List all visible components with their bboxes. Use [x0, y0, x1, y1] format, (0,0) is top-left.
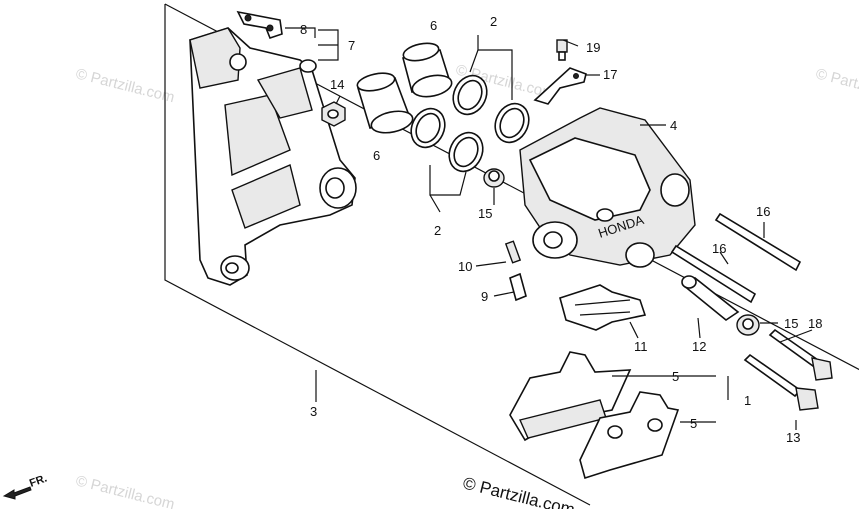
mounting-bolt-upper — [768, 328, 833, 381]
bleeder-valve — [509, 272, 527, 302]
pad-pin-plug — [236, 10, 283, 39]
mounting-bolt-lower — [743, 353, 819, 411]
callout-12: 12 — [692, 339, 706, 354]
watermark-bottom-left: © Partzilla.com — [74, 472, 176, 509]
callout-17: 17 — [603, 67, 617, 82]
callout-4: 4 — [670, 118, 677, 133]
piston-lower — [356, 72, 414, 134]
callout-6-lower: 6 — [373, 148, 380, 163]
pin-boot-lower — [736, 314, 760, 336]
watermark-top-left: © Partzilla.com — [74, 65, 176, 106]
watermark-bottom-center: © Partzilla.com — [461, 473, 577, 509]
callout-labels: 1 2 2 3 4 5 5 6 6 7 8 9 10 11 12 13 14 1… — [300, 14, 822, 445]
piston-seals — [410, 74, 530, 173]
front-direction-indicator: FR. — [2, 472, 49, 500]
brake-pad-lower — [579, 391, 680, 480]
bleeder-cap — [504, 240, 522, 264]
callout-16-lower: 16 — [712, 241, 726, 256]
caliper-pin-upper — [714, 212, 802, 272]
callout-2-upper: 2 — [490, 14, 497, 29]
callout-3: 3 — [310, 404, 317, 419]
piston-upper — [402, 42, 453, 98]
callout-15-lower: 15 — [784, 316, 798, 331]
front-arrow-icon — [2, 486, 32, 500]
callout-15-upper: 15 — [478, 206, 492, 221]
callout-2-lower: 2 — [434, 223, 441, 238]
pad-spring — [533, 67, 587, 105]
callout-13: 13 — [786, 430, 800, 445]
front-label: FR. — [28, 472, 49, 489]
bleeder-cap-bolt — [556, 39, 568, 61]
watermark-top-right: © Partzilla.com — [814, 65, 859, 106]
callout-16-upper: 16 — [756, 204, 770, 219]
callout-6-upper: 6 — [430, 18, 437, 33]
callout-10: 10 — [458, 259, 472, 274]
leader-lines — [285, 27, 813, 430]
callout-1: 1 — [744, 393, 751, 408]
pad-retainer — [559, 284, 647, 331]
callout-18: 18 — [808, 316, 822, 331]
callout-8: 8 — [300, 22, 307, 37]
pin-sleeve — [681, 275, 740, 321]
callout-9: 9 — [481, 289, 488, 304]
caliper-body: HONDA — [519, 107, 696, 268]
callout-14: 14 — [330, 77, 344, 92]
callout-19: 19 — [586, 40, 600, 55]
callout-11: 11 — [634, 339, 648, 354]
caliper-pin-lower — [670, 244, 757, 304]
bracket-nut — [321, 101, 346, 127]
callout-5-upper: 5 — [672, 369, 679, 384]
callout-7: 7 — [348, 38, 355, 53]
caliper-bracket — [189, 27, 357, 286]
callout-5-lower: 5 — [690, 416, 697, 431]
pin-boot-upper — [483, 168, 505, 188]
